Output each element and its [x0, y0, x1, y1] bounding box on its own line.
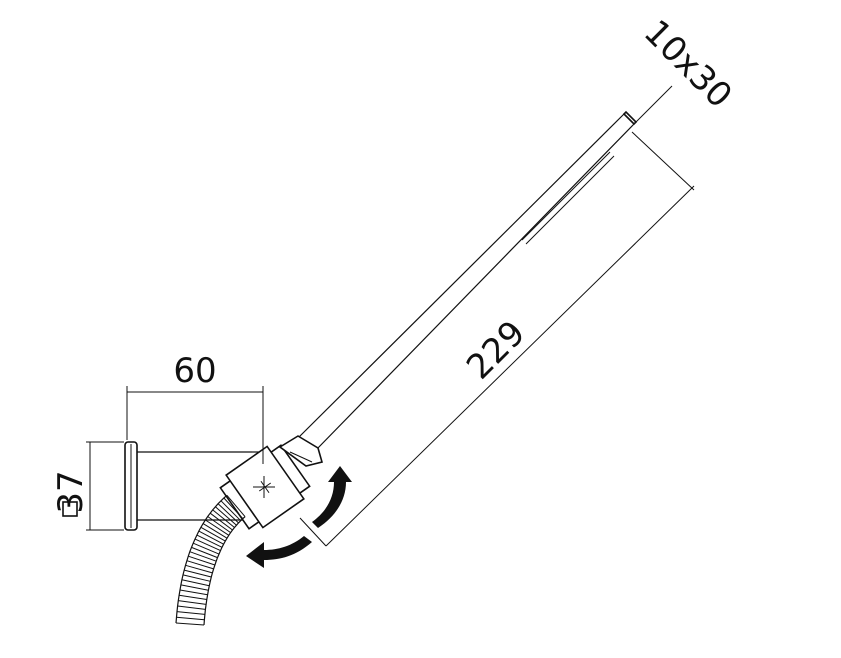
- dimension-37-label: 37: [51, 470, 91, 513]
- dimension-60: 60: [126, 351, 264, 464]
- hose-rib: [180, 584, 209, 591]
- flexible-hose: [175, 494, 246, 626]
- hand-shower-wand: [278, 110, 638, 467]
- hose-rib: [215, 506, 237, 526]
- hose-rib: [202, 523, 228, 539]
- hose-rib: [191, 546, 218, 559]
- hose-rib: [178, 600, 207, 605]
- hose-rib: [184, 569, 212, 578]
- hose-rib: [223, 497, 244, 519]
- hose-rib: [185, 564, 213, 574]
- hose-rib: [217, 503, 239, 524]
- hose-rib: [196, 534, 223, 548]
- square-symbol-icon: [62, 501, 78, 517]
- joint-center-mark: [253, 476, 275, 498]
- dimension-229: 229: [299, 131, 695, 547]
- dimension-229-label: 229: [459, 313, 533, 387]
- dimension-37: 37: [51, 441, 124, 531]
- rotation-arrow-horizontal: [246, 536, 312, 568]
- hose-rib: [198, 530, 224, 545]
- hose-rib: [193, 542, 220, 555]
- hose-rib: [176, 611, 205, 615]
- hose-rib: [220, 500, 242, 522]
- hose-rib: [182, 574, 211, 582]
- hose-rib: [188, 555, 216, 566]
- hose-rib: [179, 594, 207, 600]
- hose-rib: [205, 519, 230, 536]
- dimension-10x30-label: 10x30: [636, 12, 740, 116]
- hose-rib: [186, 560, 214, 570]
- hose-rib: [200, 526, 226, 542]
- hose-rib: [212, 509, 235, 528]
- hose-rib: [179, 589, 208, 596]
- rotation-arrow-vertical: [312, 466, 352, 528]
- hose-rib: [181, 579, 210, 587]
- hose-rib: [176, 616, 205, 621]
- dimension-60-label: 60: [173, 351, 216, 391]
- hose-outline-left: [175, 494, 228, 624]
- hose-rib: [209, 512, 233, 531]
- hose-rib: [175, 622, 205, 626]
- hose-rib: [177, 605, 206, 610]
- hose-rib: [194, 538, 221, 552]
- dimension-10x30: 10x30: [635, 12, 740, 123]
- hose-outline-right: [203, 516, 246, 626]
- hose-rib: [207, 516, 231, 534]
- hose-rib: [226, 494, 246, 518]
- wall-base-plate: [124, 441, 138, 531]
- hose-rib: [189, 551, 217, 562]
